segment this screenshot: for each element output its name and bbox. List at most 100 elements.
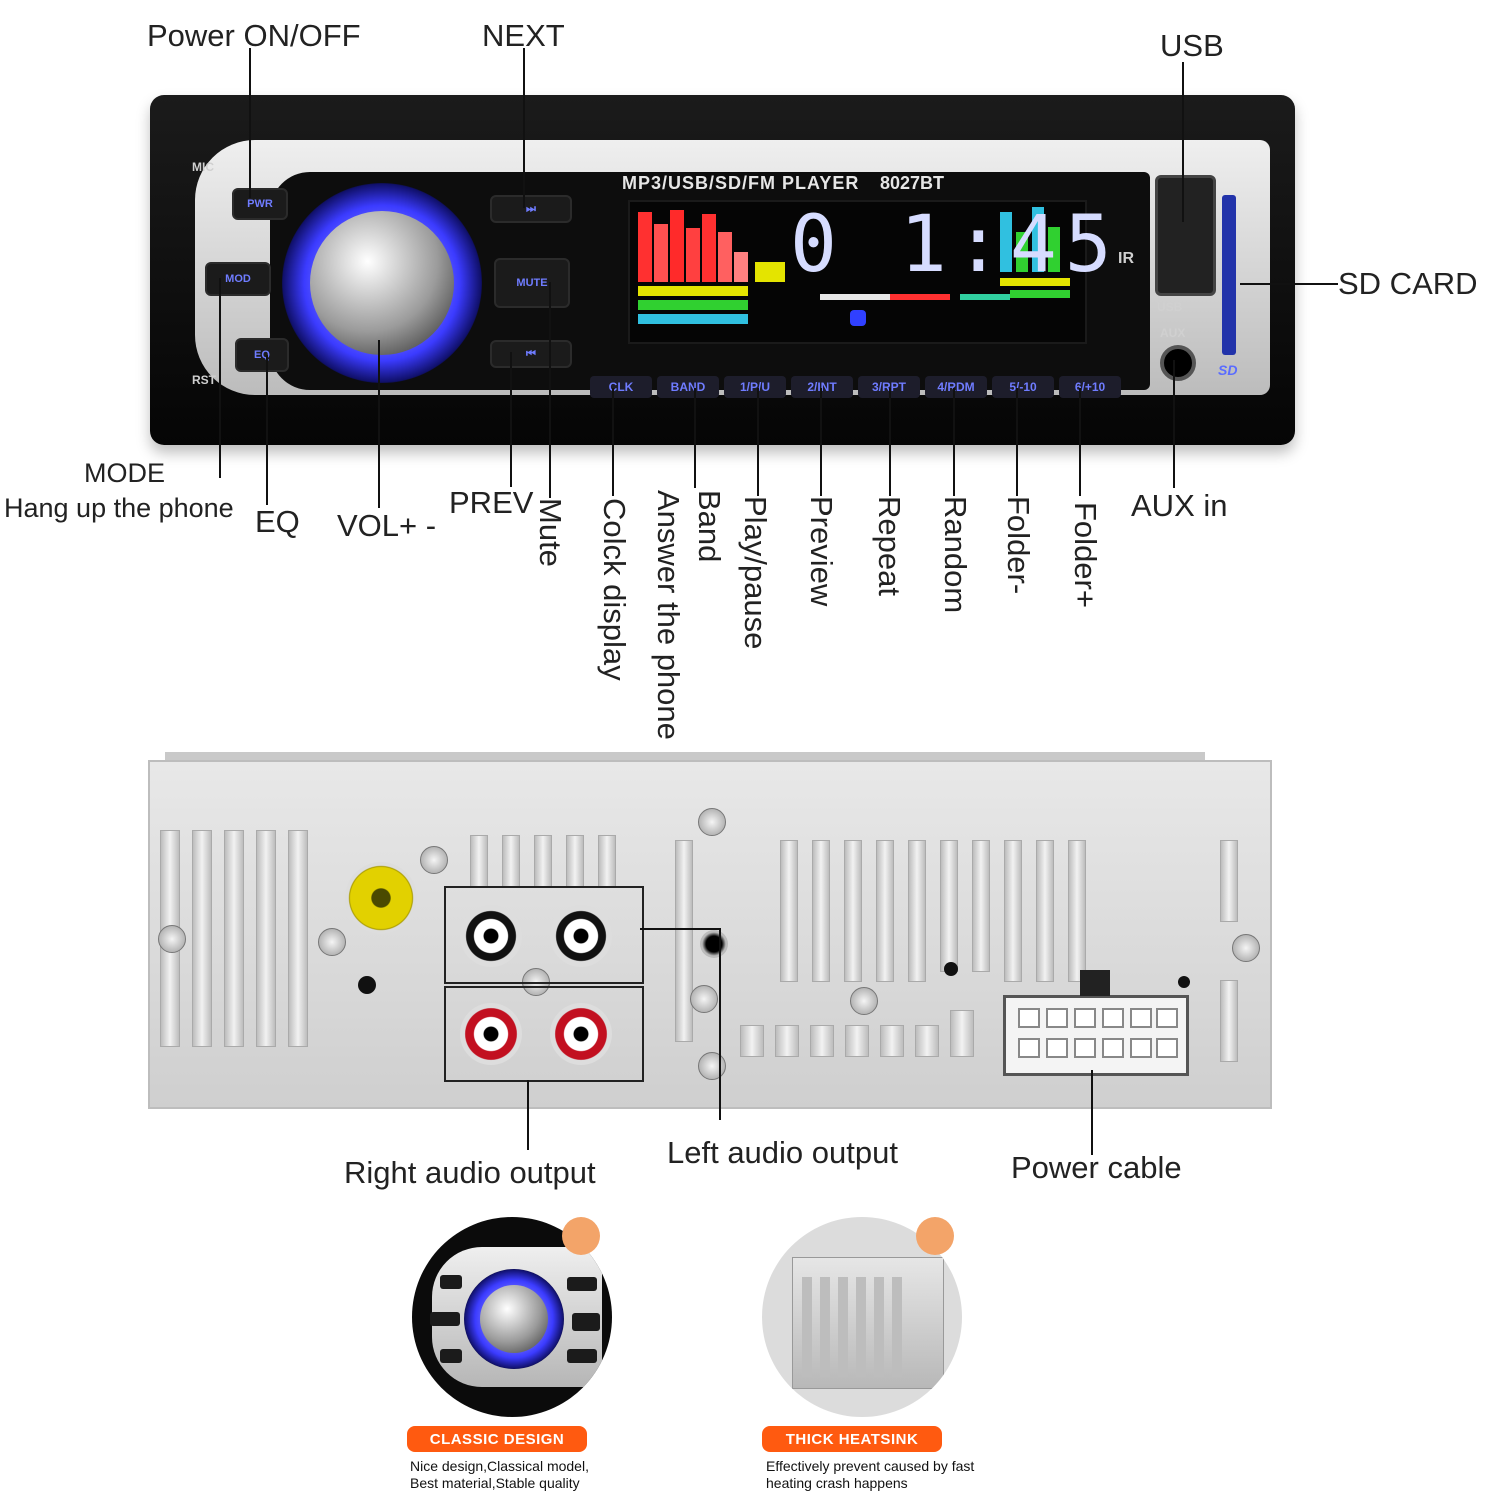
heatsink-fin bbox=[224, 830, 244, 1047]
heatsink-fin bbox=[845, 1025, 869, 1057]
leader-power bbox=[249, 48, 251, 198]
leader-random bbox=[953, 388, 955, 496]
label-eq: EQ bbox=[255, 504, 300, 539]
right-audio-box bbox=[444, 886, 644, 984]
heatsink-fin bbox=[972, 840, 990, 972]
mount-hole bbox=[1178, 976, 1190, 988]
heatsink-fin bbox=[812, 840, 830, 982]
ir-label: IR bbox=[1118, 250, 1134, 267]
label-power-cable: Power cable bbox=[1011, 1150, 1182, 1185]
leader-left-audio-v bbox=[719, 928, 721, 1120]
mount-hole bbox=[944, 962, 958, 976]
label-play-pause: Play/pause bbox=[738, 496, 773, 650]
feature-fin bbox=[820, 1277, 830, 1377]
leader-next bbox=[523, 48, 525, 208]
leader-vol bbox=[378, 340, 380, 508]
feature-fin bbox=[856, 1277, 866, 1377]
screw bbox=[158, 925, 186, 953]
connector-pin bbox=[1130, 1008, 1152, 1028]
feature-desc-heatsink: Effectively prevent caused by fast heati… bbox=[766, 1458, 974, 1492]
pwr-button[interactable]: PWR bbox=[232, 188, 288, 220]
feature-button bbox=[440, 1275, 462, 1289]
connector-pin bbox=[1074, 1008, 1096, 1028]
rca-red-right[interactable] bbox=[460, 1003, 522, 1065]
eq-button[interactable]: EQ bbox=[235, 338, 289, 372]
feature-accent-dot bbox=[916, 1217, 954, 1255]
preset-band[interactable]: BAND bbox=[657, 376, 719, 398]
label-mode: MODE bbox=[84, 458, 165, 488]
screw bbox=[1232, 934, 1260, 962]
heatsink-fin bbox=[470, 835, 488, 887]
aux-mark: AUX bbox=[1160, 326, 1186, 340]
screw bbox=[698, 808, 726, 836]
feature-fin bbox=[874, 1277, 884, 1377]
heatsink-fin bbox=[288, 830, 308, 1047]
heatsink-fin bbox=[740, 1025, 764, 1057]
label-folder-minus: Folder- bbox=[1001, 496, 1036, 595]
preset-5[interactable]: 5/-10 bbox=[992, 376, 1054, 398]
leader-sd-card bbox=[1240, 283, 1338, 285]
screw bbox=[698, 1052, 726, 1080]
volume-knob[interactable] bbox=[310, 211, 454, 355]
label-hang-up: Hang up the phone bbox=[4, 493, 234, 523]
label-right-audio: Right audio output bbox=[344, 1155, 596, 1190]
feature-knob bbox=[480, 1285, 548, 1353]
heatsink-fin bbox=[1220, 980, 1238, 1062]
aux-jack[interactable] bbox=[1160, 345, 1196, 381]
leader-eq bbox=[266, 355, 268, 505]
feature-fin bbox=[802, 1277, 812, 1377]
connector-pin bbox=[1046, 1038, 1068, 1058]
label-repeat: Repeat bbox=[872, 496, 907, 596]
lcd-display bbox=[628, 200, 1087, 344]
feature-button bbox=[567, 1277, 597, 1291]
preset-6[interactable]: 6/+10 bbox=[1059, 376, 1121, 398]
preset-clk[interactable]: CLK bbox=[590, 376, 652, 398]
label-usb: USB bbox=[1160, 28, 1224, 63]
leader-preview bbox=[820, 388, 822, 496]
feature-desc-line: heating crash happens bbox=[766, 1475, 908, 1491]
mute-button[interactable]: MUTE bbox=[494, 258, 570, 308]
screw bbox=[318, 928, 346, 956]
connector-pin bbox=[1130, 1038, 1152, 1058]
label-left-audio: Left audio output bbox=[667, 1135, 898, 1170]
leader-folder-minus bbox=[1016, 388, 1018, 496]
next-button[interactable]: ⏭ bbox=[490, 195, 572, 223]
screw bbox=[850, 987, 878, 1015]
feature-button bbox=[567, 1349, 597, 1363]
power-connector[interactable] bbox=[1003, 995, 1189, 1076]
leader-usb bbox=[1182, 62, 1184, 222]
heatsink-fin bbox=[1036, 840, 1054, 982]
preset-4[interactable]: 4/RDM bbox=[925, 376, 987, 398]
leader-folder-plus bbox=[1079, 388, 1081, 496]
heatsink-fin bbox=[876, 840, 894, 982]
rca-red-left[interactable] bbox=[550, 1003, 612, 1065]
connector-pin bbox=[1074, 1038, 1096, 1058]
prev-button[interactable]: ⏮ bbox=[490, 340, 572, 368]
heatsink-fin bbox=[940, 840, 958, 972]
heatsink-fin bbox=[1068, 840, 1086, 982]
preset-1[interactable]: 1/P/U bbox=[724, 376, 786, 398]
antenna-jack[interactable] bbox=[345, 862, 417, 934]
connector-pin bbox=[1046, 1008, 1068, 1028]
feature-button bbox=[430, 1312, 460, 1326]
heatsink-fin bbox=[566, 835, 584, 887]
leader-repeat bbox=[889, 388, 891, 496]
heatsink-fin bbox=[502, 835, 520, 887]
feature-desc-line: Effectively prevent caused by fast bbox=[766, 1458, 975, 1474]
device-title: MP3/USB/SD/FM PLAYER bbox=[622, 173, 860, 193]
label-power: Power ON/OFF bbox=[147, 18, 361, 53]
preset-2[interactable]: 2/INT bbox=[791, 376, 853, 398]
label-preview: Preview bbox=[804, 496, 839, 607]
usb-port[interactable] bbox=[1155, 175, 1216, 296]
rca-white-left[interactable] bbox=[550, 905, 612, 967]
rca-white-right[interactable] bbox=[460, 905, 522, 967]
feature-button bbox=[572, 1313, 600, 1331]
feature-chassis bbox=[792, 1257, 944, 1389]
label-random: Random bbox=[938, 496, 973, 614]
sd-card-slot[interactable] bbox=[1222, 195, 1236, 355]
leader-prev bbox=[510, 352, 512, 487]
leader-band bbox=[694, 388, 696, 488]
feature-fin bbox=[838, 1277, 848, 1377]
mod-button[interactable]: MOD bbox=[205, 262, 271, 296]
preset-3[interactable]: 3/RPT bbox=[858, 376, 920, 398]
